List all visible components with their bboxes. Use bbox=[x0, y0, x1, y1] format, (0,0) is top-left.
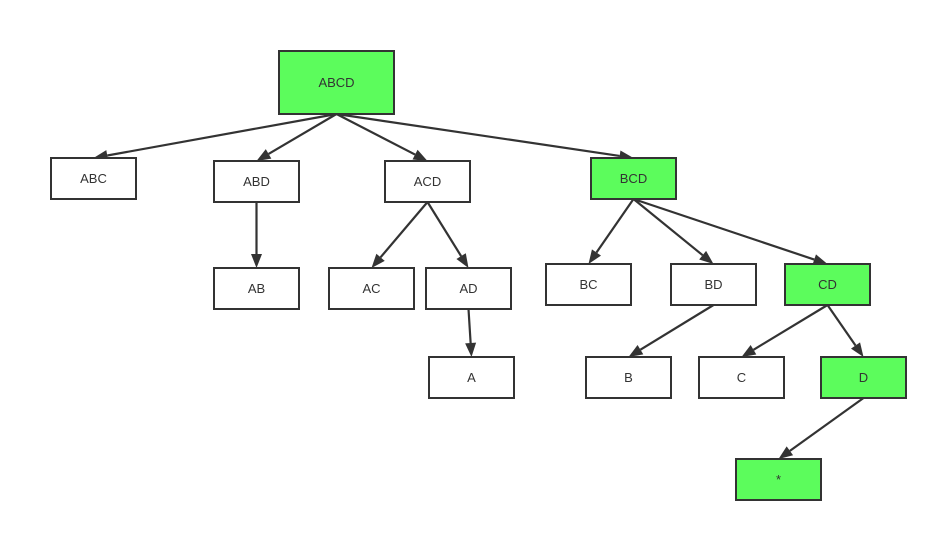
node-box bbox=[545, 263, 632, 306]
node-abd: ABD bbox=[213, 160, 300, 203]
edge-abd-to-ab bbox=[251, 202, 262, 268]
arrowhead-icon bbox=[412, 149, 428, 161]
edge-line bbox=[336, 112, 620, 158]
node-box bbox=[735, 458, 822, 501]
node-label: ABC bbox=[80, 171, 107, 186]
node-box bbox=[585, 356, 672, 399]
edge-line bbox=[335, 113, 416, 156]
arrowhead-icon bbox=[699, 250, 714, 264]
node-label: A bbox=[467, 370, 476, 385]
node-ad: AD bbox=[425, 267, 512, 310]
arrowhead-icon bbox=[465, 342, 477, 357]
edge-line bbox=[107, 112, 337, 157]
node-box bbox=[670, 263, 757, 306]
edge-line bbox=[632, 198, 704, 257]
edge-bd-to-b bbox=[628, 304, 715, 357]
edge-line bbox=[826, 304, 857, 347]
node-box bbox=[384, 160, 471, 203]
edge-bcd-to-bd bbox=[632, 198, 714, 264]
node-label: CD bbox=[818, 277, 837, 292]
arrowhead-icon bbox=[371, 253, 385, 268]
arrowhead-icon bbox=[456, 253, 469, 268]
node-label: AC bbox=[362, 281, 380, 296]
node-box bbox=[428, 356, 515, 399]
node-label: BD bbox=[704, 277, 722, 292]
node-box bbox=[590, 157, 677, 200]
node-a: A bbox=[428, 356, 515, 399]
node-acd: ACD bbox=[384, 160, 471, 203]
node-label: BC bbox=[579, 277, 597, 292]
node-box bbox=[278, 50, 395, 115]
edge-acd-to-ac bbox=[371, 201, 429, 268]
node-label: AD bbox=[459, 281, 477, 296]
edge-line bbox=[633, 197, 815, 261]
edge-cd-to-d bbox=[826, 304, 864, 357]
arrowhead-icon bbox=[741, 345, 757, 357]
arrowhead-icon bbox=[588, 249, 601, 264]
node-box bbox=[425, 267, 512, 310]
edge-cd-to-c bbox=[741, 304, 829, 357]
edge-acd-to-ad bbox=[426, 201, 469, 268]
edge-line bbox=[752, 304, 829, 351]
arrowhead-icon bbox=[628, 345, 644, 357]
node-ac: AC bbox=[328, 267, 415, 310]
node-bd: BD bbox=[670, 263, 757, 306]
node-abc: ABC bbox=[50, 157, 137, 200]
node-box bbox=[213, 267, 300, 310]
edge-line bbox=[595, 198, 635, 254]
edge-bcd-to-cd bbox=[633, 197, 828, 265]
node-label: ABD bbox=[243, 174, 270, 189]
edge-line bbox=[426, 201, 463, 257]
node-label: ACD bbox=[414, 174, 441, 189]
node-bc: BC bbox=[545, 263, 632, 306]
edge-line bbox=[467, 308, 472, 344]
node-label: AB bbox=[248, 281, 265, 296]
arrowhead-icon bbox=[778, 446, 794, 459]
node-label: ABCD bbox=[318, 75, 354, 90]
node-star: * bbox=[735, 458, 822, 501]
node-label: C bbox=[737, 370, 746, 385]
node-box bbox=[328, 267, 415, 310]
edge-line bbox=[789, 397, 865, 452]
node-cd: CD bbox=[784, 263, 871, 306]
arrowhead-icon bbox=[812, 254, 828, 265]
node-d: D bbox=[820, 356, 907, 399]
arrowhead-icon bbox=[251, 254, 262, 268]
node-label: D bbox=[859, 370, 868, 385]
node-box bbox=[50, 157, 137, 200]
edge-d-to-star bbox=[778, 397, 865, 459]
node-label: BCD bbox=[620, 171, 647, 186]
edge-bcd-to-bc bbox=[588, 198, 635, 264]
node-label: * bbox=[776, 472, 781, 487]
node-ab: AB bbox=[213, 267, 300, 310]
edge-abcd-to-abc bbox=[93, 112, 337, 161]
node-box bbox=[820, 356, 907, 399]
edge-line bbox=[379, 201, 429, 259]
arrowhead-icon bbox=[851, 342, 864, 357]
edge-abcd-to-acd bbox=[335, 113, 428, 161]
edge-abcd-to-abd bbox=[256, 113, 338, 161]
edge-line bbox=[268, 113, 338, 155]
arrowhead-icon bbox=[256, 149, 272, 161]
node-b: B bbox=[585, 356, 672, 399]
node-c: C bbox=[698, 356, 785, 399]
node-box bbox=[698, 356, 785, 399]
edge-line bbox=[639, 304, 715, 351]
node-box bbox=[213, 160, 300, 203]
node-label: B bbox=[624, 370, 633, 385]
node-bcd: BCD bbox=[590, 157, 677, 200]
node-box bbox=[784, 263, 871, 306]
edge-ad-to-a bbox=[465, 308, 477, 357]
edges-layer bbox=[93, 112, 865, 459]
node-abcd: ABCD bbox=[278, 50, 395, 115]
